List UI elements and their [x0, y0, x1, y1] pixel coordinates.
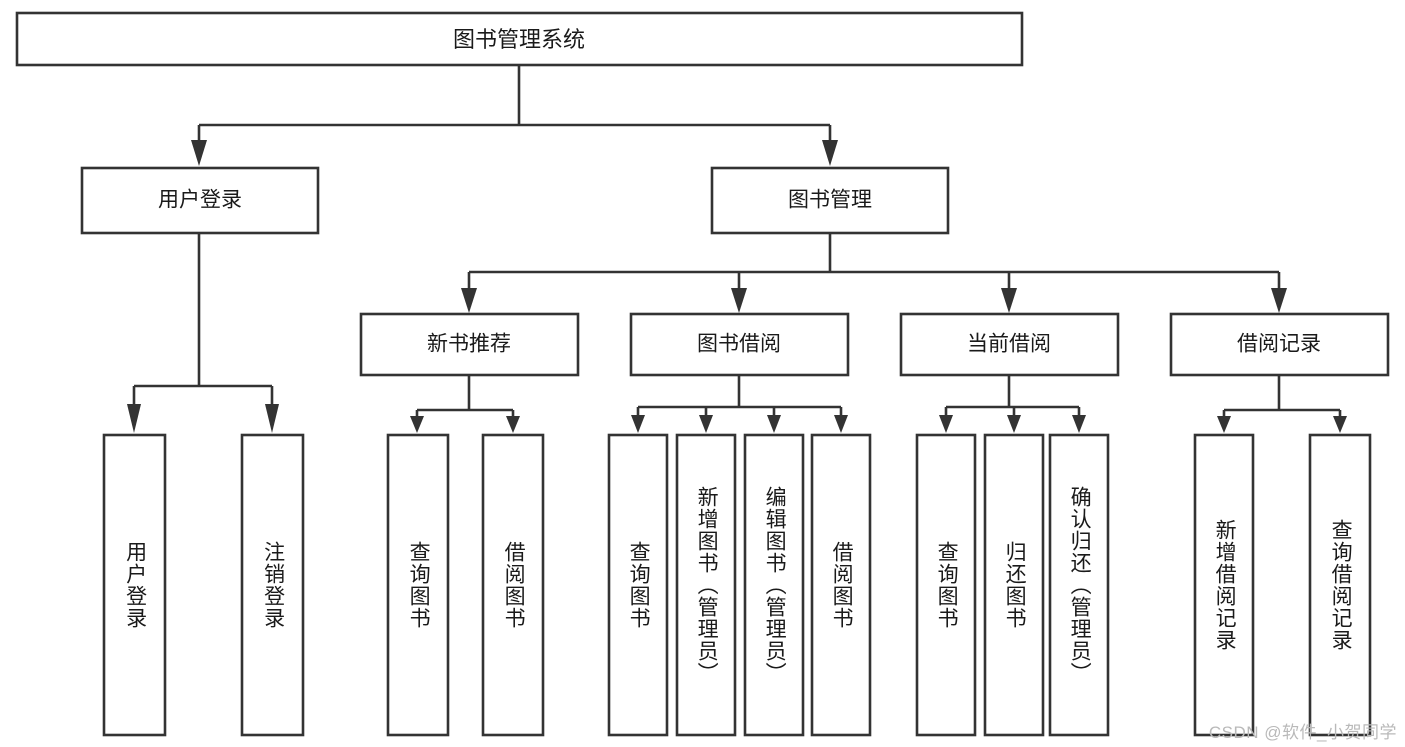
node-borrow-record[interactable]: 借阅记录 [1169, 312, 1390, 377]
arrow-bb-leaf-4 [834, 415, 848, 433]
arrow-root-to-book-manage [822, 140, 838, 166]
arrow-bm-to-current-borrow [1001, 288, 1017, 313]
arrow-cb-leaf-3 [1072, 415, 1086, 433]
arrow-bb-leaf-2 [699, 415, 713, 433]
leaf-query-book-3-box[interactable] [915, 433, 977, 737]
leaf-add-record-box[interactable] [1193, 433, 1255, 737]
node-root[interactable]: 图书管理系统 [15, 11, 1024, 67]
leaf-layer [102, 433, 1372, 737]
arrow-br-leaf-2 [1333, 416, 1347, 433]
node-borrow-record-box[interactable] [1169, 312, 1390, 377]
arrow-bb-leaf-1 [631, 415, 645, 433]
leaf-borrow-book-2-box[interactable] [810, 433, 872, 737]
arrow-cb-leaf-2 [1007, 415, 1021, 433]
arrow-nbr-leaf-2 [506, 416, 520, 433]
arrow-nbr-leaf-1 [410, 416, 424, 433]
arrow-br-leaf-1 [1217, 416, 1231, 433]
node-root-box[interactable] [15, 11, 1024, 67]
connector-layer [127, 65, 1347, 433]
leaf-return-book-box[interactable] [983, 433, 1045, 737]
arrow-cb-leaf-1 [939, 415, 953, 433]
arrow-user-login-leaf-2 [265, 404, 279, 433]
node-book-borrow[interactable]: 图书借阅 [629, 312, 850, 377]
arrow-bm-to-book-borrow [731, 288, 747, 313]
leaf-confirm-return-box[interactable] [1048, 433, 1110, 737]
node-current-borrow[interactable]: 当前借阅 [899, 312, 1120, 377]
node-current-borrow-box[interactable] [899, 312, 1120, 377]
arrow-bm-to-new-book [461, 288, 477, 313]
node-new-book-recommend-box[interactable] [359, 312, 580, 377]
leaf-user-logout-box[interactable] [240, 433, 305, 737]
arrow-user-login-leaf-1 [127, 404, 141, 433]
leaf-add-book-box[interactable] [675, 433, 737, 737]
arrow-bb-leaf-3 [767, 415, 781, 433]
leaf-query-book-2-box[interactable] [607, 433, 669, 737]
node-book-manage[interactable]: 图书管理 [710, 166, 950, 235]
node-book-borrow-box[interactable] [629, 312, 850, 377]
leaf-edit-book-box[interactable] [743, 433, 805, 737]
node-user-login-label: 用户登录 [158, 189, 242, 212]
node-user-login[interactable]: 用户登录 [80, 166, 320, 235]
node-book-borrow-label: 图书借阅 [697, 333, 781, 356]
node-current-borrow-label: 当前借阅 [967, 333, 1051, 356]
node-book-manage-box[interactable] [710, 166, 950, 235]
leaf-user-login-box[interactable] [102, 433, 167, 737]
node-new-book-recommend[interactable]: 新书推荐 [359, 312, 580, 377]
arrow-root-to-user-login [191, 140, 207, 166]
node-borrow-record-label: 借阅记录 [1237, 333, 1321, 356]
leaf-query-book-1-box[interactable] [386, 433, 450, 737]
node-book-manage-label: 图书管理 [788, 189, 872, 212]
leaf-borrow-book-1-box[interactable] [481, 433, 545, 737]
node-user-login-box[interactable] [80, 166, 320, 235]
node-new-book-recommend-label: 新书推荐 [427, 333, 511, 356]
arrow-bm-to-borrow-record [1271, 288, 1287, 313]
leaf-query-record-box[interactable] [1308, 433, 1372, 737]
node-root-label: 图书管理系统 [453, 27, 585, 52]
